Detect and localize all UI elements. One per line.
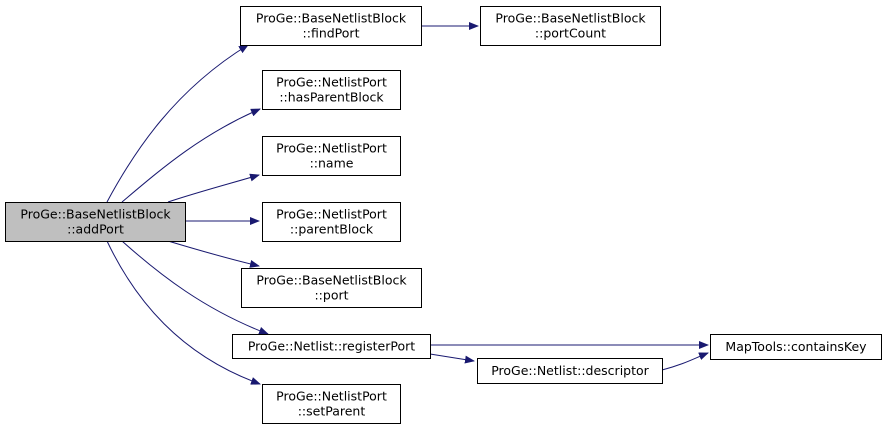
edge-addPort-to-registerPort	[121, 240, 269, 335]
node-hasParentBlock[interactable]: ProGe::NetlistPort::hasParentBlock	[262, 70, 401, 110]
edge-addPort-to-hasParentBlock	[121, 108, 261, 203]
edges	[106, 22, 709, 385]
node-descriptor[interactable]: ProGe::Netlist::descriptor	[477, 358, 663, 384]
node-port[interactable]: ProGe::BaseNetlistBlock::port	[241, 268, 422, 308]
node-containsKey[interactable]: MapTools::containsKey	[710, 334, 882, 360]
node-label: ::hasParentBlock	[279, 90, 384, 105]
node-label: ::portCount	[535, 26, 606, 41]
node-label: ProGe::NetlistPort	[276, 389, 387, 404]
edge-descriptor-to-containsKey	[661, 352, 709, 371]
node-setParent[interactable]: ProGe::NetlistPort::setParent	[262, 384, 401, 424]
edge-addPort-to-port	[167, 240, 260, 268]
node-label: ProGe::BaseNetlistBlock	[256, 273, 407, 288]
node-label: ::setParent	[298, 404, 366, 419]
node-box[interactable]	[710, 334, 882, 360]
edge-addPort-to-findPort	[106, 44, 249, 203]
node-box[interactable]	[262, 202, 401, 242]
node-label: ProGe::Netlist::registerPort	[248, 339, 415, 354]
node-box[interactable]	[5, 202, 186, 242]
node-box[interactable]	[241, 268, 422, 308]
node-findPort[interactable]: ProGe::BaseNetlistBlock::findPort	[240, 6, 422, 46]
node-addPort[interactable]: ProGe::BaseNetlistBlock::addPort	[5, 202, 186, 242]
node-name[interactable]: ProGe::NetlistPort::name	[262, 136, 401, 176]
node-label: ProGe::BaseNetlistBlock	[256, 11, 407, 26]
node-label: ::name	[310, 156, 354, 171]
edge-addPort-to-setParent	[106, 240, 261, 385]
node-label: ::addPort	[67, 222, 124, 237]
node-label: MapTools::containsKey	[725, 339, 867, 354]
node-registerPort[interactable]: ProGe::Netlist::registerPort	[232, 334, 431, 359]
node-label: ProGe::NetlistPort	[276, 75, 387, 90]
node-box[interactable]	[232, 334, 431, 359]
node-box[interactable]	[477, 358, 663, 384]
node-box[interactable]	[262, 70, 401, 110]
node-label: ProGe::NetlistPort	[276, 207, 387, 222]
node-portCount[interactable]: ProGe::BaseNetlistBlock::portCount	[480, 6, 661, 46]
node-label: ProGe::NetlistPort	[276, 141, 387, 156]
node-box[interactable]	[262, 136, 401, 176]
nodes: ProGe::BaseNetlistBlock::addPortProGe::B…	[5, 6, 882, 424]
node-box[interactable]	[262, 384, 401, 424]
node-label: ProGe::BaseNetlistBlock	[495, 11, 646, 26]
node-label: ProGe::BaseNetlistBlock	[20, 207, 171, 222]
node-label: ::port	[314, 288, 348, 303]
node-label: ::findPort	[303, 26, 360, 41]
edge-registerPort-to-descriptor	[429, 353, 475, 364]
node-box[interactable]	[240, 6, 422, 46]
node-box[interactable]	[480, 6, 661, 46]
edge-addPort-to-name	[167, 173, 260, 203]
node-label: ::parentBlock	[290, 222, 374, 237]
node-parentBlock[interactable]: ProGe::NetlistPort::parentBlock	[262, 202, 401, 242]
node-label: ProGe::Netlist::descriptor	[491, 363, 649, 378]
